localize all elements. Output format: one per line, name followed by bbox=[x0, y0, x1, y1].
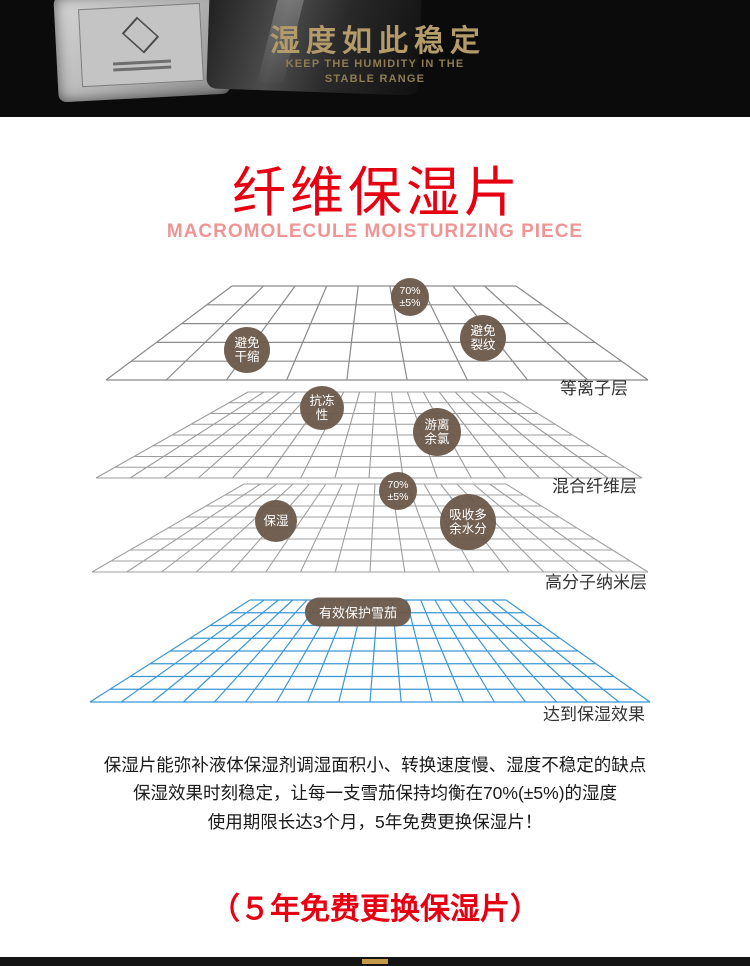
pill-protect-cigars: 有效保护雪茄 bbox=[304, 597, 412, 627]
mixed-fiber-layer-grid bbox=[95, 391, 643, 479]
badge-frost-resistance: 抗冻 性 bbox=[300, 386, 344, 430]
section-subtitle: MACROMOLECULE MOISTURIZING PIECE bbox=[166, 221, 584, 242]
plasma-layer-grid bbox=[105, 285, 649, 381]
header-banner: 湿度如此稳定 KEEP THE HUMIDITY IN THE STABLE R… bbox=[0, 0, 750, 117]
badge-avoid-shrinkage: 避免 干缩 bbox=[224, 327, 270, 373]
badge-free-chlorine: 游离 余氯 bbox=[413, 408, 461, 456]
layer-label-mixed-fiber: 混合纤维层 bbox=[552, 477, 637, 496]
layer-label-polymer-nano: 高分子纳米层 bbox=[545, 573, 647, 592]
layer-label-plasma: 等离子层 bbox=[560, 379, 628, 398]
paragraph-line-3: 使用期限长达3个月，5年免费更换保湿片！ bbox=[207, 811, 543, 832]
badge-70-percent-top: 70% ±5% bbox=[391, 278, 429, 316]
section-title: 纤维保湿片 bbox=[232, 163, 522, 223]
polymer-nano-layer-grid bbox=[91, 483, 649, 573]
moisturizing-effect-layer-grid bbox=[89, 599, 651, 703]
footer-accent-mark bbox=[362, 959, 388, 964]
badge-absorb-excess-water: 吸收多 余水分 bbox=[440, 494, 496, 550]
header-tagline-line1: KEEP THE HUMIDITY IN THE bbox=[285, 58, 465, 70]
badge-moisturize: 保湿 bbox=[255, 500, 297, 542]
promo-free-replacement: （５年免费更换保湿片） bbox=[210, 893, 540, 926]
paragraph-line-2: 保湿效果时刻稳定，让每一支雪茄保持均衡在70%(±5%)的湿度 bbox=[132, 783, 618, 804]
header-tagline-line2: STABLE RANGE bbox=[324, 73, 426, 85]
description-paragraph: 保湿片能弥补液体保湿剂调湿面积小、转换速度慢、湿度不稳定的缺点 保湿效果时刻稳定… bbox=[0, 751, 750, 836]
badge-70-percent-lower: 70% ±5% bbox=[379, 472, 417, 510]
badge-avoid-cracks: 避免 裂纹 bbox=[460, 315, 506, 361]
layered-grid-diagram: 70% ±5% 避免 干缩 避免 裂纹 抗冻 性 游离 余氯 70% ±5% 保… bbox=[0, 270, 750, 740]
paragraph-line-1: 保湿片能弥补液体保湿剂调湿面积小、转换速度慢、湿度不稳定的缺点 bbox=[103, 755, 647, 775]
header-title: 湿度如此稳定 bbox=[270, 25, 486, 58]
footer-strip bbox=[0, 957, 750, 966]
layer-label-moisturizing-effect: 达到保湿效果 bbox=[543, 705, 645, 724]
